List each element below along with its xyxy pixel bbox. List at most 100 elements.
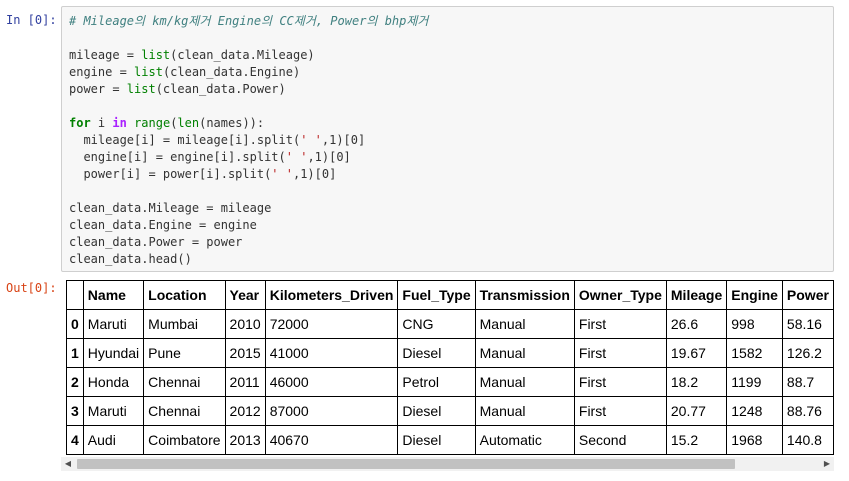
table-cell: 140.8: [781, 425, 834, 455]
table-cell: Audi: [82, 425, 145, 455]
code-token: mileage =: [69, 48, 142, 62]
table-row: 1 Hyundai Pune 2015 41000 Diesel Manual …: [66, 338, 834, 368]
table-cell: First: [573, 338, 667, 368]
table-cell: 998: [726, 309, 783, 339]
dataframe-container: Name Location Year Kilometers_Driven Fue…: [66, 280, 834, 455]
table-cell: Manual: [474, 367, 575, 397]
code-string: ' ': [271, 167, 293, 181]
code-builtin: list: [134, 65, 163, 79]
table-cell: 88.7: [781, 367, 834, 397]
column-header: Location: [143, 280, 226, 310]
code-token: (: [170, 116, 178, 130]
input-prompt: In [0]:: [6, 13, 57, 27]
table-cell: Manual: [474, 396, 575, 426]
code-editor[interactable]: # Mileage의 km/kg제거 Engine의 CC제거, Power의 …: [69, 13, 428, 268]
table-cell: Automatic: [474, 425, 575, 455]
scrollbar-thumb[interactable]: [77, 459, 735, 469]
table-row: 0 Maruti Mumbai 2010 72000 CNG Manual Fi…: [66, 309, 834, 339]
code-input-area[interactable]: # Mileage의 km/kg제거 Engine의 CC제거, Power의 …: [61, 6, 834, 272]
code-token: power[i] = power[i].split(: [69, 167, 272, 181]
code-string: ' ': [285, 150, 308, 164]
code-builtin: len: [177, 116, 200, 130]
code-string: ' ': [300, 133, 322, 147]
table-cell: First: [573, 396, 667, 426]
code-comment: # Mileage의 km/kg제거 Engine의 CC제거, Power의 …: [69, 14, 429, 28]
table-cell: 126.2: [781, 338, 834, 368]
row-index: 4: [66, 425, 84, 455]
table-cell: Coimbatore: [143, 425, 226, 455]
code-token: i: [90, 116, 113, 130]
table-cell: 2011: [224, 367, 266, 397]
code-token: ,1)[0]: [292, 167, 337, 181]
code-token: engine[i] = engine[i].split(: [69, 150, 286, 164]
table-cell: 41000: [264, 338, 399, 368]
table-cell: 88.76: [781, 396, 834, 426]
column-header: Year: [224, 280, 266, 310]
table-cell: Hyundai: [82, 338, 145, 368]
table-cell: First: [573, 367, 667, 397]
column-header: Owner_Type: [573, 280, 667, 310]
output-area: Name Location Year Kilometers_Driven Fue…: [61, 279, 834, 472]
code-token: (clean_data.Mileage): [170, 48, 315, 62]
column-header: Kilometers_Driven: [264, 280, 399, 310]
row-index: 1: [66, 338, 84, 368]
code-line: clean_data.Engine = engine: [69, 218, 257, 232]
code-token: power =: [69, 82, 127, 96]
table-cell: 72000: [264, 309, 399, 339]
table-cell: 58.16: [781, 309, 834, 339]
column-header: Engine: [726, 280, 783, 310]
table-cell: Petrol: [397, 367, 476, 397]
code-token: ,1)[0]: [307, 150, 351, 164]
horizontal-scrollbar[interactable]: ◀ ▶: [61, 457, 834, 471]
table-cell: Manual: [474, 309, 575, 339]
row-index: 3: [66, 396, 84, 426]
table-cell: 1582: [726, 338, 783, 368]
dataframe-table: Name Location Year Kilometers_Driven Fue…: [66, 280, 834, 455]
output-prompt: Out[0]:: [6, 281, 57, 295]
table-cell: Diesel: [397, 338, 476, 368]
scroll-right-arrow-icon[interactable]: ▶: [823, 459, 831, 468]
table-row: 4 Audi Coimbatore 2013 40670 Diesel Auto…: [66, 425, 834, 455]
code-line: clean_data.Power = power: [69, 235, 243, 249]
row-index: 0: [66, 309, 84, 339]
code-builtin: list: [141, 48, 171, 62]
table-cell: 40670: [264, 425, 399, 455]
table-header-row: Name Location Year Kilometers_Driven Fue…: [66, 280, 834, 310]
code-line: clean_data.Mileage = mileage: [69, 201, 272, 215]
code-token: (clean_data.Power): [155, 82, 286, 96]
column-header: Mileage: [665, 280, 728, 310]
table-cell: 18.2: [665, 367, 728, 397]
table-cell: 2015: [224, 338, 266, 368]
table-cell: CNG: [397, 309, 476, 339]
code-token: (clean_data.Engine): [162, 65, 301, 79]
code-token: [127, 116, 134, 130]
row-index: 2: [66, 367, 84, 397]
table-cell: 15.2: [665, 425, 728, 455]
table-cell: Honda: [82, 367, 145, 397]
table-cell: 1248: [726, 396, 783, 426]
table-cell: Diesel: [397, 425, 476, 455]
table-cell: Mumbai: [143, 309, 226, 339]
table-cell: Manual: [474, 338, 575, 368]
column-header: Transmission: [474, 280, 575, 310]
table-cell: Diesel: [397, 396, 476, 426]
table-cell: Second: [573, 425, 667, 455]
code-builtin: range: [134, 116, 171, 130]
code-keyword: for: [69, 116, 91, 130]
table-cell: 1968: [726, 425, 783, 455]
table-cell: 20.77: [665, 396, 728, 426]
scroll-left-arrow-icon[interactable]: ◀: [64, 459, 72, 468]
column-header: Fuel_Type: [397, 280, 476, 310]
column-header: [66, 280, 84, 310]
code-operator: in: [112, 116, 127, 130]
table-cell: Maruti: [82, 396, 145, 426]
code-token: (names)):: [199, 116, 265, 130]
table-cell: Pune: [143, 338, 226, 368]
code-token: engine =: [69, 65, 135, 79]
code-token: mileage[i] = mileage[i].split(: [69, 133, 301, 147]
column-header: Name: [82, 280, 145, 310]
code-line: clean_data.head(): [69, 252, 192, 266]
table-cell: First: [573, 309, 667, 339]
table-cell: 2012: [224, 396, 266, 426]
table-cell: 26.6: [665, 309, 728, 339]
